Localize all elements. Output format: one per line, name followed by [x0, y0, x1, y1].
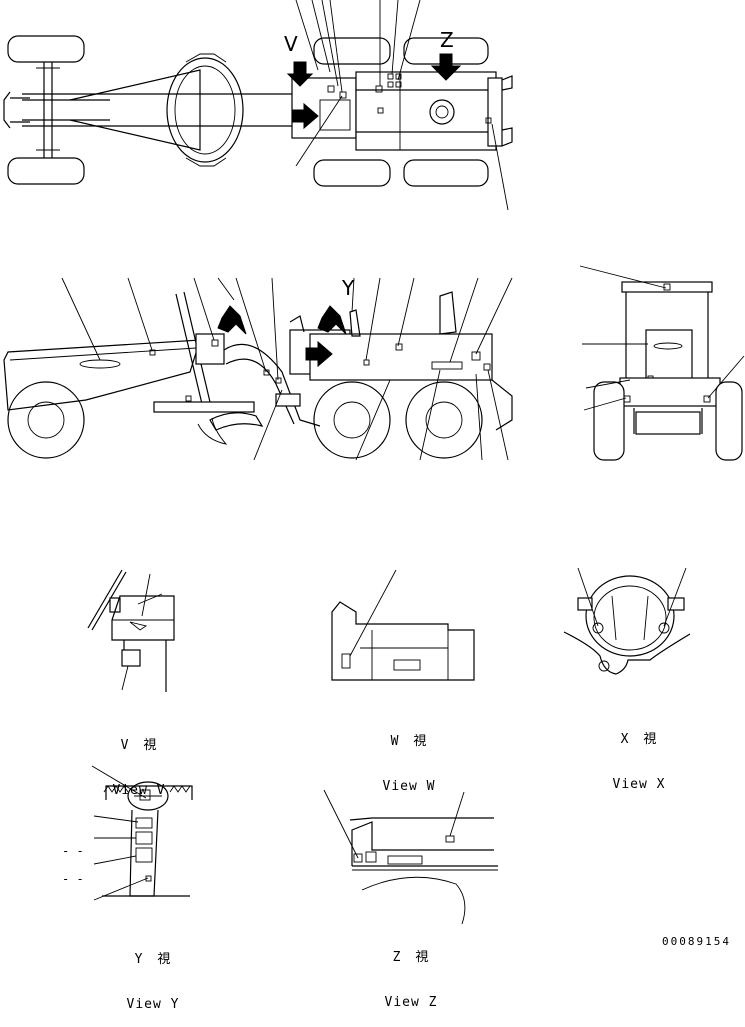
view-z-caption: Z 視 View Z: [356, 920, 466, 1025]
arrow-down-icon: [430, 53, 462, 81]
view-w-en: View W: [382, 779, 436, 794]
view-letter-v: V: [284, 32, 298, 56]
view-v: [87, 569, 175, 692]
arrow-down-icon: [286, 61, 314, 87]
dash-mark-2: - -: [62, 872, 84, 886]
side-view: [3, 277, 513, 461]
view-y-en: View Y: [126, 997, 180, 1012]
view-letter-z: Z: [440, 28, 454, 52]
view-v-caption: V 視 View V: [84, 708, 194, 813]
dash-mark-1: - -: [62, 844, 84, 858]
view-z: [323, 789, 498, 925]
view-w-jp: W 視: [390, 734, 428, 749]
top-view: [3, 0, 513, 211]
arrow-down-left-icon: [217, 305, 247, 335]
view-z-en: View Z: [384, 995, 438, 1010]
view-x-caption: X 視 View X: [584, 702, 694, 807]
view-x: [563, 567, 691, 675]
view-v-en: View V: [112, 783, 166, 798]
arrow-right-icon: [291, 102, 319, 130]
view-z-jp: Z 視: [392, 950, 430, 965]
view-x-jp: X 視: [620, 732, 658, 747]
view-w: [331, 569, 475, 681]
rear-view: [579, 265, 745, 461]
view-y-jp: Y 視: [134, 952, 172, 967]
view-w-caption: W 視 View W: [354, 704, 464, 809]
view-x-en: View X: [612, 777, 666, 792]
view-v-jp: V 視: [120, 738, 158, 753]
view-letter-y: Y: [342, 276, 355, 300]
view-y-caption: Y 視 View Y: [98, 922, 208, 1027]
arrow-down-left-icon: [317, 305, 347, 335]
drawing-number: 00089154: [662, 935, 731, 948]
view-y: [91, 765, 193, 901]
parts-diagram: [3, 0, 745, 925]
arrow-right-icon: [305, 340, 333, 368]
